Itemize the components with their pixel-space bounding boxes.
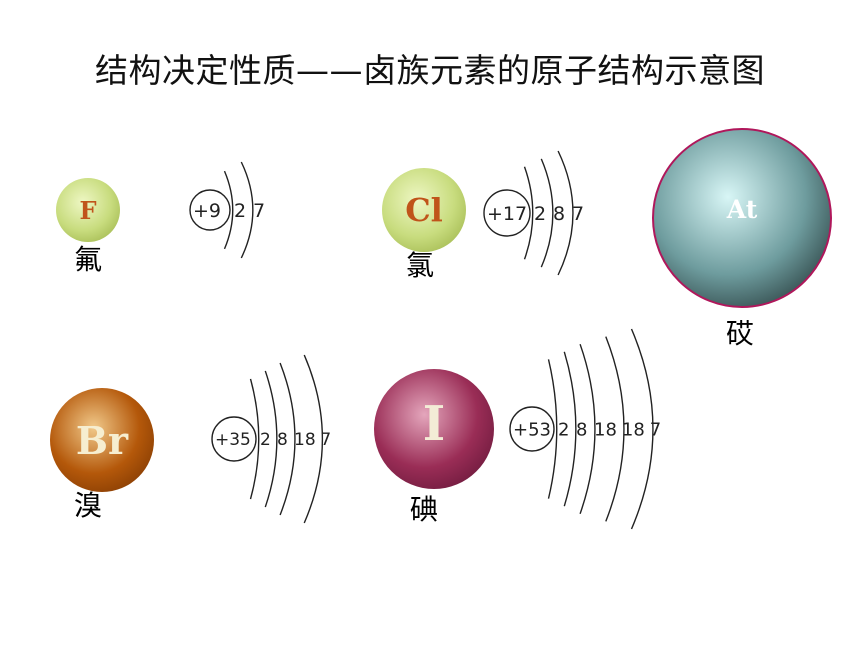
iodine-shell-5-arc bbox=[630, 328, 654, 530]
bromine-shell-2-arc bbox=[264, 370, 278, 508]
iodine-ball: I bbox=[374, 369, 494, 489]
bromine-shell-3-electrons: 18 bbox=[294, 430, 316, 450]
bromine-symbol: Br bbox=[75, 417, 129, 463]
chlorine-shell-2-arc bbox=[540, 158, 554, 268]
fluorine-shell-2-electrons: 7 bbox=[253, 200, 265, 222]
iodine-shell-4-electrons: 18 bbox=[622, 419, 645, 440]
fluorine-shell-1-arc bbox=[223, 170, 234, 250]
astatine-ball: At bbox=[652, 128, 832, 308]
astatine-name: 砹 bbox=[726, 317, 755, 350]
astatine-symbol: At bbox=[726, 194, 758, 224]
bromine-name: 溴 bbox=[74, 489, 103, 522]
iodine-shell-2-arc bbox=[563, 351, 577, 507]
iodine-shell-3-arc bbox=[579, 343, 596, 515]
bromine-nucleus-circle bbox=[211, 416, 257, 462]
iodine-shell-5-electrons: 7 bbox=[650, 419, 661, 440]
fluorine-symbol: F bbox=[79, 195, 97, 225]
iodine-shell-1-electrons: 2 bbox=[558, 419, 569, 440]
iodine-shell-1-arc bbox=[547, 359, 558, 499]
chlorine-shell-1-electrons: 2 bbox=[534, 203, 546, 225]
chlorine-shell-3-electrons: 7 bbox=[572, 203, 584, 225]
chlorine-symbol: Cl bbox=[405, 191, 443, 229]
fluorine-nucleus-circle bbox=[189, 189, 231, 231]
chlorine-shell-2-electrons: 8 bbox=[553, 203, 565, 225]
chlorine-name: 氯 bbox=[406, 249, 435, 282]
bromine-ball: Br bbox=[50, 388, 154, 492]
chlorine-shell-3-arc bbox=[557, 150, 574, 276]
fluorine-shell-2-arc bbox=[240, 161, 254, 259]
iodine-shell-4-arc bbox=[605, 336, 625, 522]
chlorine-shell-1-arc bbox=[523, 166, 534, 260]
iodine-symbol: I bbox=[422, 396, 446, 452]
iodine-shell-2-electrons: 8 bbox=[576, 419, 587, 440]
bromine-shell-4-arc bbox=[303, 354, 324, 524]
iodine-shell-3-electrons: 18 bbox=[594, 419, 617, 440]
fluorine-name: 氟 bbox=[74, 243, 103, 276]
bromine-shell-4-electrons: 7 bbox=[320, 430, 331, 450]
bromine-shell-3-arc bbox=[279, 362, 296, 516]
iodine-nucleus-charge: +53 bbox=[513, 419, 551, 440]
bromine-shell-1-arc bbox=[249, 378, 260, 500]
chlorine-nucleus-circle bbox=[483, 189, 531, 237]
fluorine-ball: F bbox=[56, 178, 120, 242]
bromine-nucleus-charge: +35 bbox=[215, 430, 251, 450]
iodine-name: 碘 bbox=[410, 493, 439, 526]
slide-title: 结构决定性质——卤族元素的原子结构示意图 bbox=[95, 51, 765, 90]
fluorine-nucleus-charge: +9 bbox=[193, 200, 221, 222]
iodine-nucleus-circle bbox=[509, 406, 555, 452]
fluorine-shell-1-electrons: 2 bbox=[234, 200, 246, 222]
bromine-shell-1-electrons: 2 bbox=[260, 430, 271, 450]
chlorine-nucleus-charge: +17 bbox=[487, 203, 527, 225]
chlorine-ball: Cl bbox=[382, 168, 466, 252]
bromine-shell-2-electrons: 8 bbox=[277, 430, 288, 450]
